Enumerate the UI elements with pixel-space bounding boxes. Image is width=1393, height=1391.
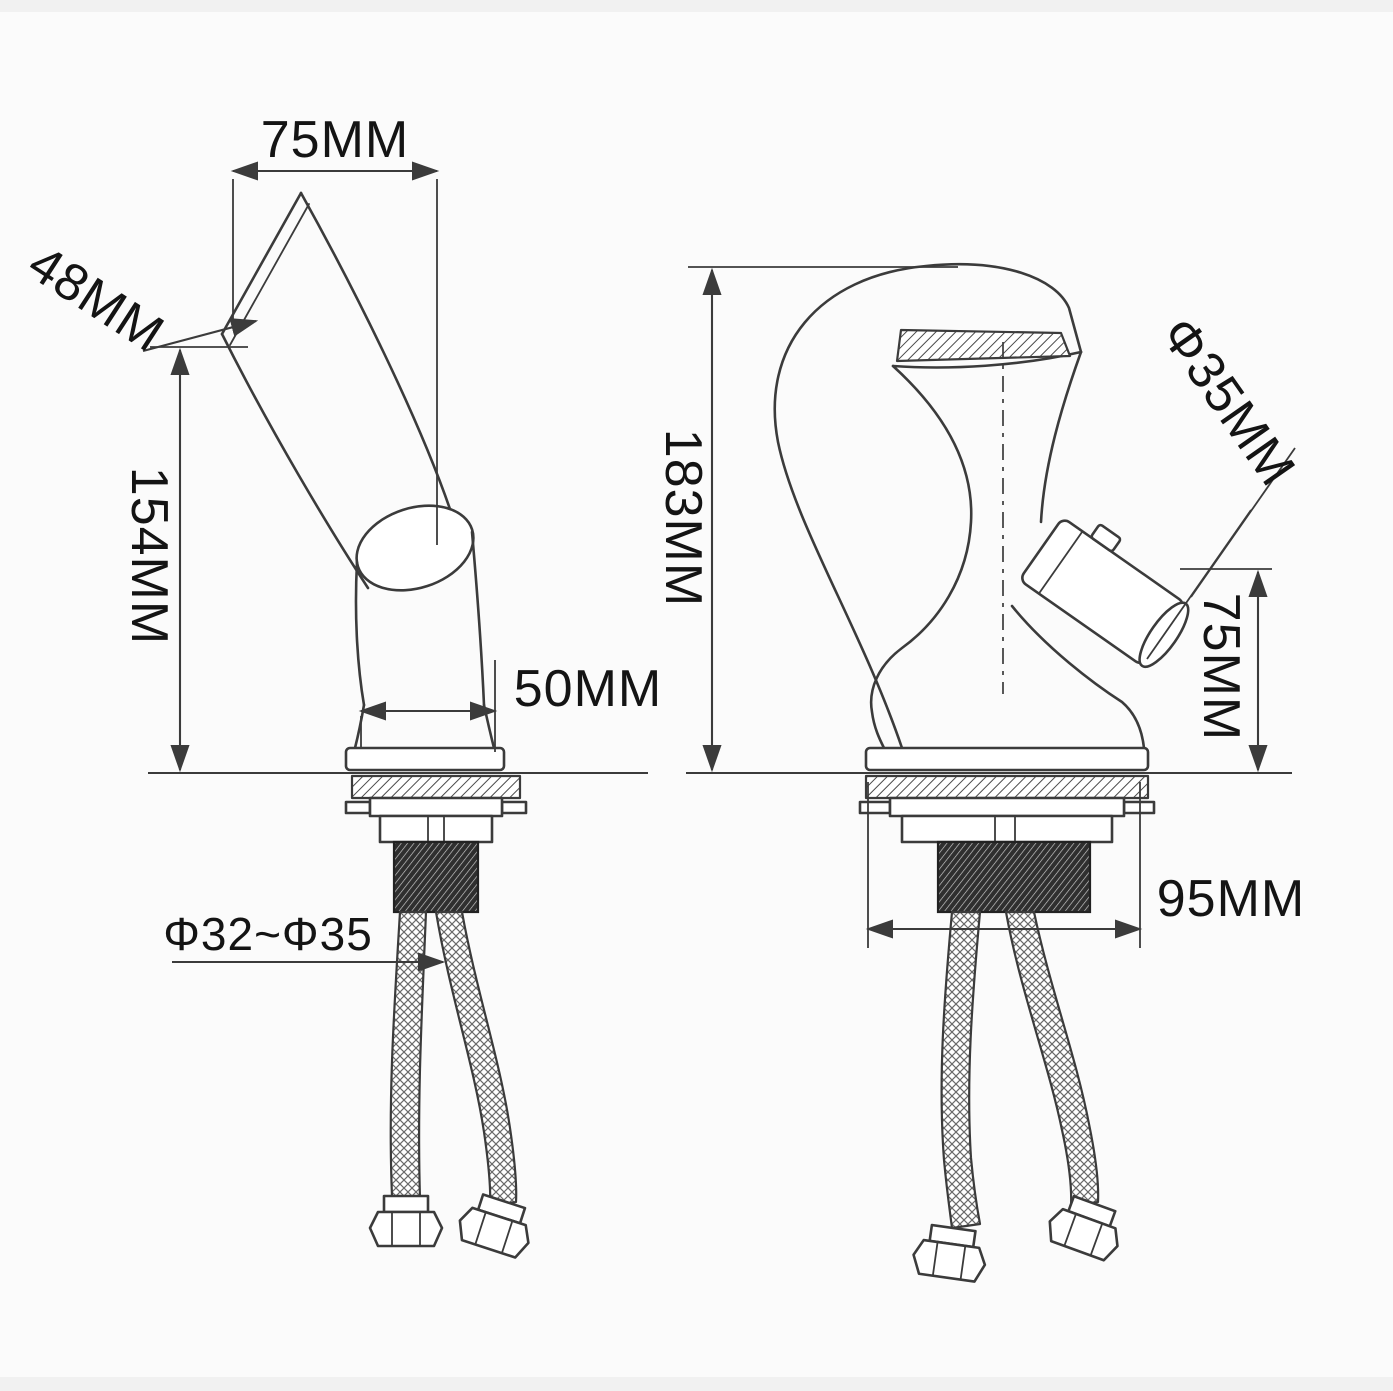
faucet-base-plate [344,746,506,772]
spout-tip-face [220,191,303,336]
hose-fitting-right-side [1048,1194,1119,1262]
hose-fitting-right [458,1193,530,1259]
dim-body-base-width: 50MM [358,660,662,752]
dim-label-mount-hole-diameter: Φ32~Φ35 [163,908,373,960]
dim-label-total-height: 183MM [654,429,712,607]
dim-label-spout-height: 154MM [120,467,178,645]
dim-base-depth: 95MM [865,782,1305,948]
dim-label-handle-height: 75MM [1192,593,1250,741]
threaded-shank [392,840,480,914]
supply-hose-left [389,910,428,1200]
body-outer-curve [773,262,1083,750]
dim-total-height: 183MM [654,266,958,773]
spout-left-edge [220,332,370,590]
body-left-edge [354,560,366,707]
dim-mount-hole-diameter: Φ32~Φ35 [163,908,446,972]
body-front-edge-lower [1010,604,1146,750]
spout-right-edge [299,191,454,517]
hose-fitting-left [368,1194,444,1248]
dim-label-base-depth: 95MM [1157,870,1305,928]
supply-hose-right [434,910,518,1208]
dim-label-spout-top-width: 75MM [261,111,409,169]
horseshoe-nut-slot-side [994,815,1016,843]
dim-label-handle-diameter: Φ35MM [1149,307,1306,497]
horseshoe-nut [378,814,494,844]
threaded-shank-side [936,840,1092,914]
flange-bolt-right-side [1122,800,1156,815]
side-view-drawing [773,262,1190,1283]
waterfall-outlet-slot [895,328,1072,363]
page-edge-bottom [0,1377,1393,1391]
supply-hose-right-side [1004,910,1100,1208]
body-right-edge [470,530,486,707]
handle-button [1090,523,1122,553]
mount-flange [350,774,522,800]
front-view-drawing [220,191,530,1259]
horseshoe-nut-slot [427,815,445,843]
mount-washer-side [888,796,1126,818]
hose-fitting-left-side [912,1223,987,1283]
flange-bolt-left [344,800,372,815]
dim-spout-height: 154MM [120,346,248,773]
mount-washer [368,796,504,818]
dim-handle-height: 75MM [1180,568,1272,773]
dim-spout-tip-diameter: 48MM [18,234,259,364]
flange-bolt-left-side [858,800,892,815]
flange-bolt-right [500,800,528,815]
horseshoe-nut-side [900,814,1114,844]
body-front-edge-upper [1039,350,1083,524]
supply-hose-left-side [940,910,982,1230]
page-edge-top [0,0,1393,12]
faucet-base-plate-side [864,746,1150,772]
dim-spout-top-width: 75MM [230,111,440,545]
dim-label-body-base-width: 50MM [514,660,662,718]
side-handle [1021,519,1190,669]
mount-flange-side [864,774,1150,800]
body-inner-curve [869,364,973,750]
dim-label-spout-tip-diameter: 48MM [18,234,174,364]
